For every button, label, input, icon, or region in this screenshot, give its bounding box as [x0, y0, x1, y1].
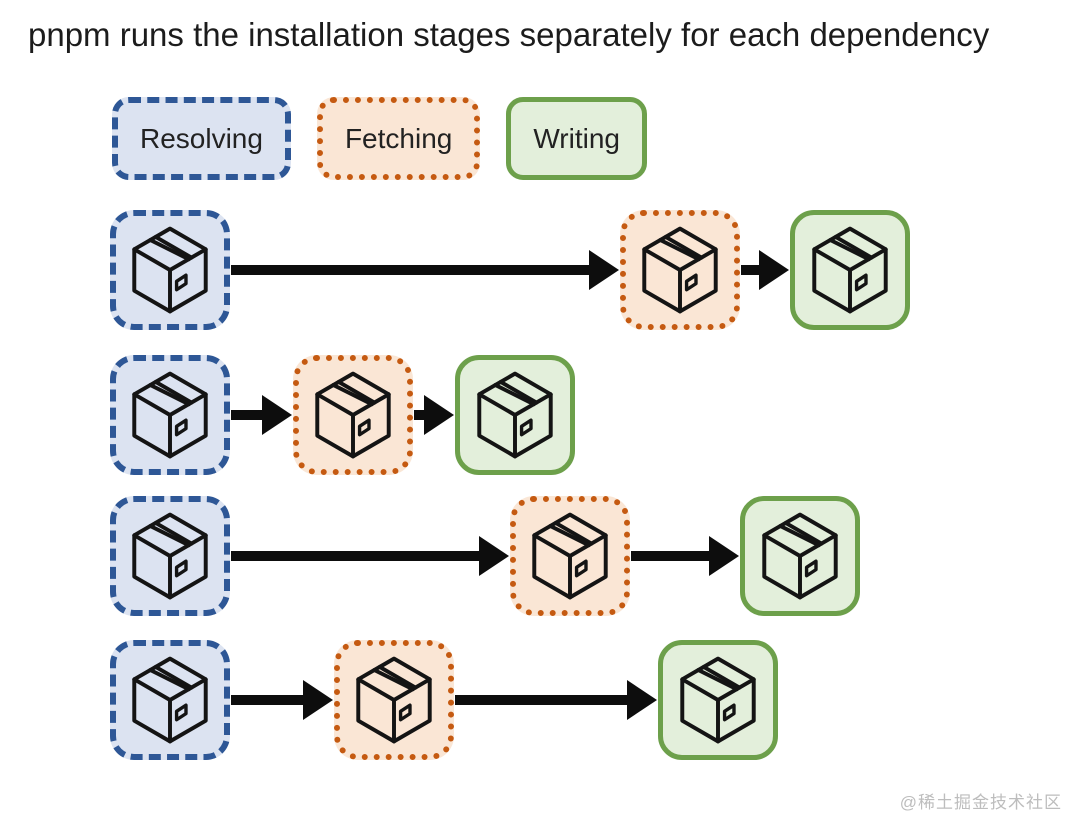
legend-label-fetching: Fetching — [344, 122, 453, 154]
flow-arrow-icon — [231, 680, 333, 720]
package-box-resolving — [110, 210, 230, 330]
package-box-fetching — [293, 355, 413, 475]
arrow-shaft — [231, 265, 591, 275]
package-box-writing — [740, 496, 860, 616]
arrow-head — [262, 395, 292, 435]
legend-label-resolving: Resolving — [140, 122, 263, 154]
arrow-shaft — [231, 695, 305, 705]
package-box-fetching — [334, 640, 454, 760]
package-icon — [812, 226, 888, 314]
arrow-head — [627, 680, 657, 720]
legend-item-fetching: Fetching — [316, 97, 481, 180]
arrow-shaft — [631, 551, 711, 561]
package-box-resolving — [110, 640, 230, 760]
arrow-head — [424, 395, 454, 435]
package-box-writing — [455, 355, 575, 475]
flow-arrow-icon — [231, 250, 619, 290]
package-icon — [132, 656, 208, 744]
legend-label-writing: Writing — [533, 122, 620, 154]
package-icon — [642, 226, 718, 314]
arrow-head — [479, 536, 509, 576]
stage-legend: Resolving Fetching Writing — [112, 97, 647, 180]
package-box-fetching — [620, 210, 740, 330]
arrow-shaft — [455, 695, 629, 705]
package-box-resolving — [110, 355, 230, 475]
package-box-fetching — [510, 496, 630, 616]
legend-item-writing: Writing — [506, 97, 647, 180]
arrow-head — [303, 680, 333, 720]
flow-arrow-icon — [455, 680, 657, 720]
flow-arrow-icon — [231, 536, 509, 576]
package-icon — [132, 226, 208, 314]
package-box-writing — [658, 640, 778, 760]
package-icon — [477, 371, 553, 459]
arrow-head — [589, 250, 619, 290]
package-icon — [680, 656, 756, 744]
package-icon — [132, 371, 208, 459]
package-icon — [132, 512, 208, 600]
package-icon — [762, 512, 838, 600]
package-icon — [532, 512, 608, 600]
flow-arrow-icon — [741, 250, 789, 290]
arrow-head — [709, 536, 739, 576]
arrow-shaft — [231, 410, 264, 420]
package-box-writing — [790, 210, 910, 330]
package-icon — [315, 371, 391, 459]
diagram-title: pnpm runs the installation stages separa… — [28, 16, 990, 53]
package-icon — [356, 656, 432, 744]
arrow-head — [759, 250, 789, 290]
watermark: @稀土掘金技术社区 — [899, 793, 1062, 812]
flow-arrow-icon — [631, 536, 739, 576]
package-box-resolving — [110, 496, 230, 616]
arrow-shaft — [414, 410, 426, 420]
arrow-shaft — [231, 551, 481, 561]
arrow-shaft — [741, 265, 761, 275]
flow-arrow-icon — [231, 395, 292, 435]
legend-item-resolving: Resolving — [112, 97, 291, 180]
flow-arrow-icon — [414, 395, 454, 435]
